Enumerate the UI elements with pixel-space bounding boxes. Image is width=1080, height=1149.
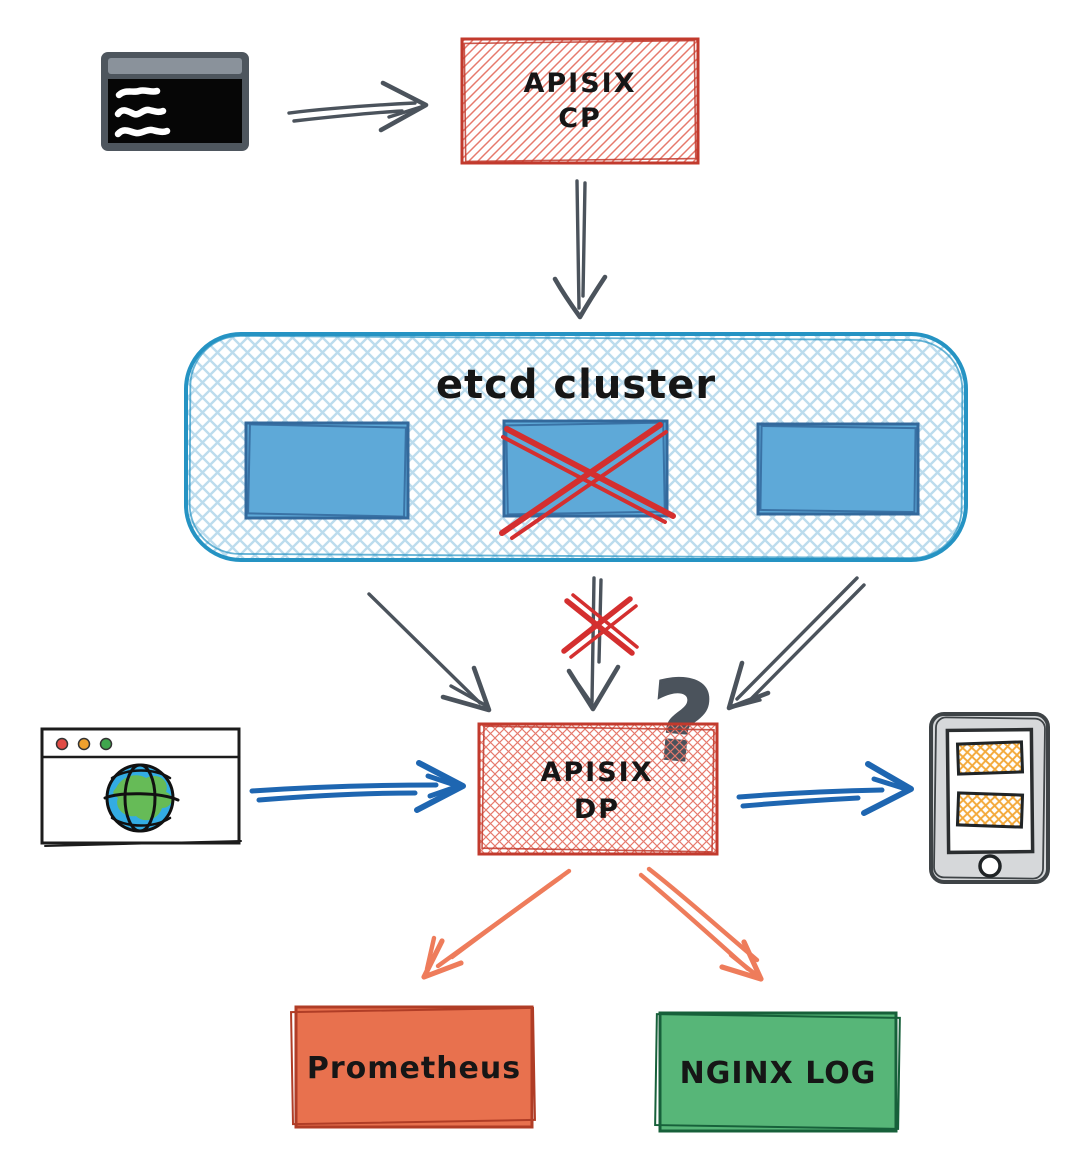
prometheus-label: Prometheus <box>307 1051 521 1086</box>
broken-connection-x-icon <box>561 593 639 659</box>
nginx-log-box: NGINX LOG <box>654 1011 901 1133</box>
browser-dot-green <box>99 737 113 751</box>
etcd-node-3 <box>756 422 920 516</box>
phone-app-card-1 <box>955 740 1025 776</box>
apisix-cp-label-line1: APISIX <box>523 68 636 99</box>
terminal-icon <box>101 52 249 151</box>
arrow-etcd2-to-dp-broken <box>561 576 639 712</box>
apisix-cp-label-line2: CP <box>558 103 602 134</box>
arrow-dp-to-nginx-log <box>638 866 764 982</box>
arrow-dp-to-prometheus <box>421 868 572 980</box>
etcd-node-2-failed <box>499 419 676 540</box>
phone-home-button <box>978 854 1002 878</box>
phone-app-card-2 <box>955 791 1025 829</box>
nginx-log-label: NGINX LOG <box>680 1056 877 1091</box>
arrow-dp-to-phone <box>736 761 914 816</box>
globe-icon <box>103 763 180 833</box>
prometheus-box: Prometheus <box>290 1005 536 1129</box>
browser-dot-yellow <box>77 737 91 751</box>
apisix-dp-label-line2: DP <box>574 794 620 825</box>
arrow-browser-to-dp <box>249 760 466 813</box>
browser-dot-red <box>55 737 69 751</box>
phone-icon <box>929 712 1050 884</box>
etcd-cluster-container: etcd cluster <box>184 332 968 562</box>
arrow-cp-to-etcd <box>552 179 608 320</box>
apisix-cp-box: APISIX CP <box>460 37 700 165</box>
arrow-etcd3-to-dp <box>726 576 866 711</box>
etcd-cluster-title: etcd cluster <box>436 362 716 408</box>
apisix-dp-box: APISIX DP <box>477 722 719 856</box>
arrow-etcd1-to-dp <box>367 592 492 713</box>
failed-node-x-icon <box>499 422 676 540</box>
browser-icon <box>40 727 242 847</box>
etcd-node-1 <box>244 421 410 520</box>
arrow-terminal-to-cp <box>287 80 429 133</box>
apisix-dp-label-line1: APISIX <box>540 757 653 788</box>
